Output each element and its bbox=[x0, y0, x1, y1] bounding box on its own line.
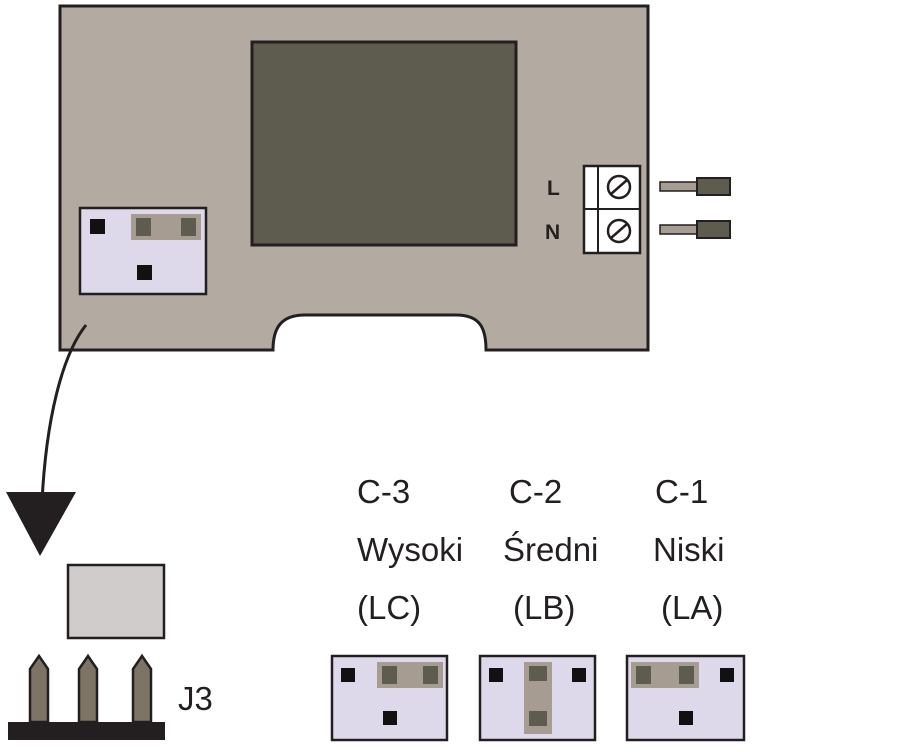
jumper-block-c2 bbox=[478, 654, 597, 742]
terminal-label-n: N bbox=[545, 221, 560, 244]
header-pin bbox=[28, 653, 50, 724]
screw-icon bbox=[606, 218, 632, 244]
header-pin bbox=[131, 653, 153, 724]
jumper-block-c3 bbox=[330, 654, 449, 742]
option-code: C-3 bbox=[357, 473, 410, 510]
j3-label: J3 bbox=[178, 680, 213, 717]
option-name: Wysoki bbox=[357, 531, 463, 568]
option-code: C-2 bbox=[509, 473, 562, 510]
jumper-block-c1 bbox=[625, 654, 746, 742]
option-c1: C-1 Niski (LA) bbox=[653, 473, 725, 626]
arrow-icon bbox=[6, 324, 88, 556]
option-paren: (LA) bbox=[661, 589, 723, 626]
option-c2: C-2 Średni (LB) bbox=[503, 473, 598, 626]
wire-n bbox=[659, 220, 731, 239]
option-name: Niski bbox=[653, 531, 725, 568]
board-jumper-block bbox=[78, 206, 208, 296]
screw-icon bbox=[606, 174, 632, 200]
wire-l bbox=[659, 177, 731, 196]
header-pin bbox=[77, 653, 99, 724]
option-paren: (LB) bbox=[513, 589, 575, 626]
j3-header: J3 bbox=[8, 563, 213, 740]
option-c3: C-3 Wysoki (LC) bbox=[357, 473, 463, 626]
option-name: Średni bbox=[503, 530, 598, 568]
option-paren: (LC) bbox=[357, 589, 421, 626]
option-code: C-1 bbox=[655, 473, 708, 510]
terminal-label-l: L bbox=[547, 177, 560, 200]
terminal-block: L N bbox=[545, 164, 642, 255]
display-screen bbox=[250, 40, 518, 247]
